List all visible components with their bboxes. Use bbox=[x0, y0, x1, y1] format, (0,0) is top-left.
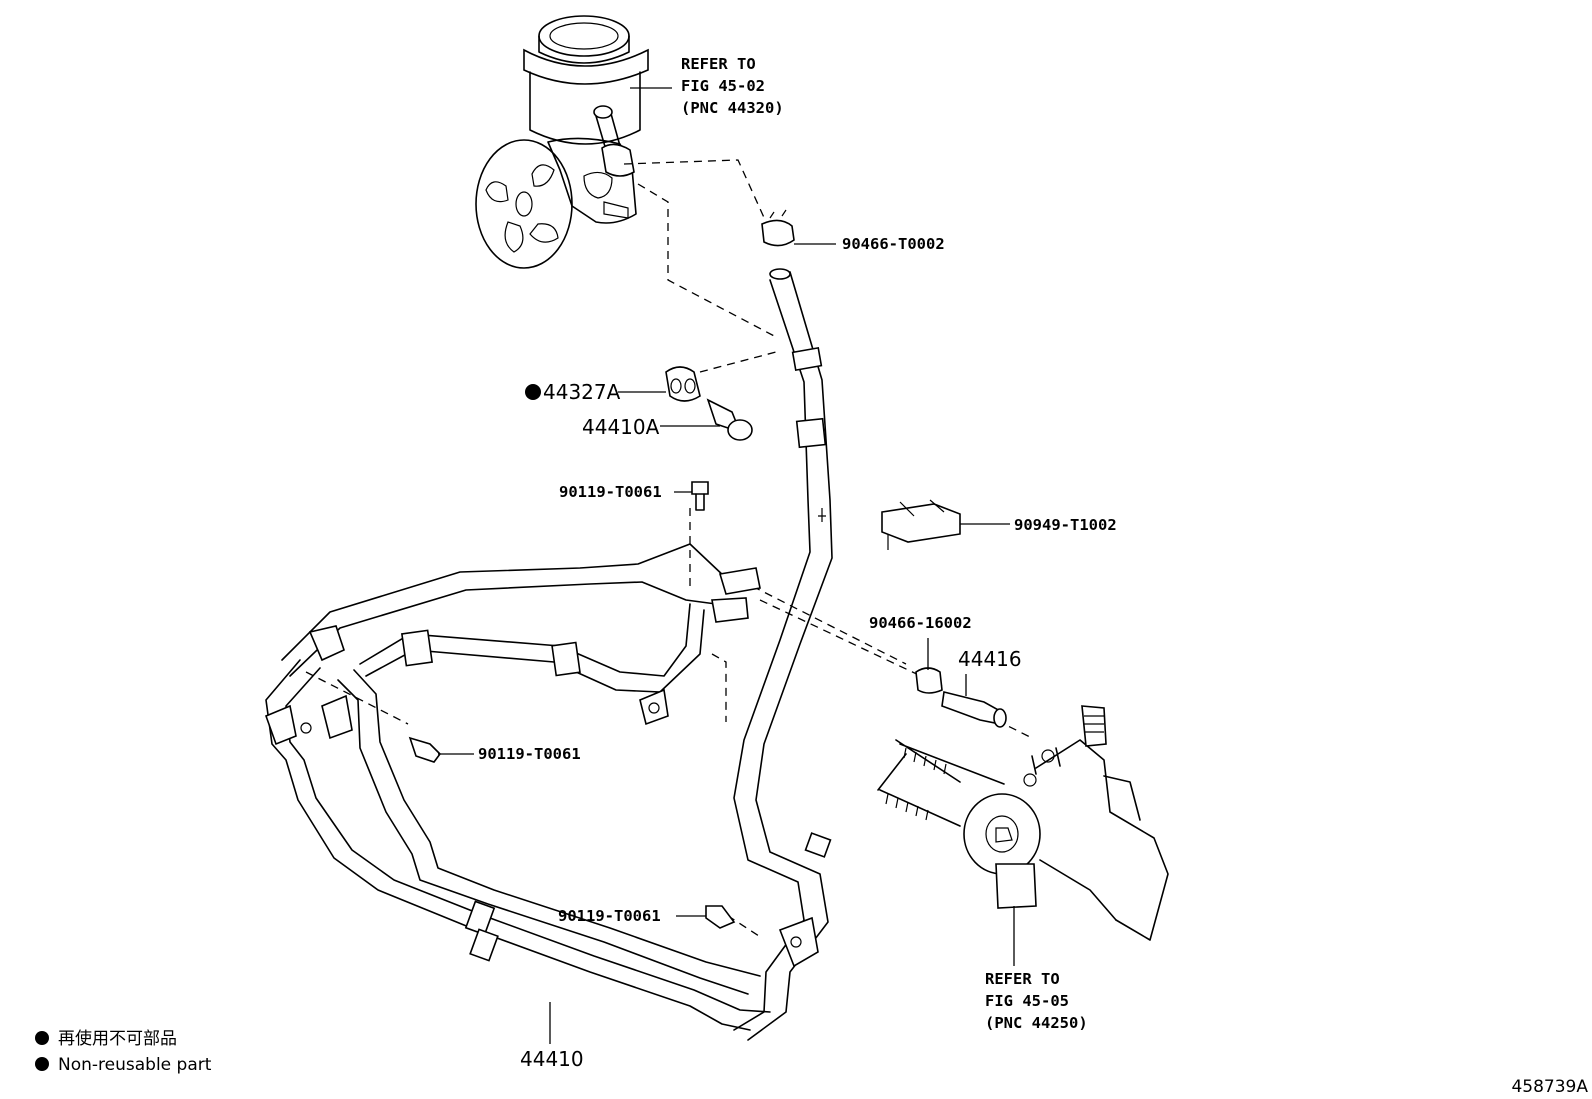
union-bolt-part bbox=[706, 398, 753, 441]
label-clamp-mid: 90949-T1002 bbox=[1014, 516, 1117, 534]
power-steering-pump bbox=[475, 15, 649, 269]
label-bolt-middle: 90119-T0061 bbox=[478, 745, 581, 763]
union-fitting-part bbox=[941, 691, 1007, 728]
label-union: 44416 bbox=[958, 647, 1022, 671]
label-union-bolt: 44410A bbox=[582, 415, 660, 439]
legend-text-english: Non-reusable part bbox=[58, 1055, 212, 1075]
hose-clamp-mid bbox=[881, 499, 961, 550]
gear-ref-line1: REFER TO bbox=[985, 970, 1060, 988]
pressure-hose-main bbox=[733, 268, 833, 1041]
label-clamp-small: 90466-16002 bbox=[869, 614, 972, 632]
label-bolt-upper: 90119-T0061 bbox=[559, 483, 662, 501]
bolt-lower-part bbox=[705, 905, 736, 929]
gasket-part bbox=[665, 366, 701, 402]
legend-bullet-1 bbox=[35, 1031, 49, 1045]
legend-bullet-2 bbox=[35, 1057, 49, 1071]
gear-ref-line2: FIG 45-05 bbox=[985, 992, 1069, 1010]
illustration-id: 458739A bbox=[1511, 1077, 1588, 1097]
label-gasket: 44327A bbox=[543, 380, 621, 404]
pump-ref-line3: (PNC 44320) bbox=[681, 99, 784, 117]
leader-lines bbox=[438, 87, 1015, 1044]
steering-gear-assembly bbox=[877, 705, 1169, 941]
hose-clamp-small bbox=[915, 667, 943, 694]
bolt-upper-part bbox=[691, 481, 709, 511]
assembly-guide-lines bbox=[305, 159, 1033, 939]
bolt-middle-part bbox=[408, 736, 442, 763]
legend: 再使用不可部品 Non-reusable part bbox=[35, 1028, 212, 1075]
return-pipe-loop bbox=[264, 543, 819, 1031]
pump-ref-line1: REFER TO bbox=[681, 55, 756, 73]
label-clamp-top: 90466-T0002 bbox=[842, 235, 945, 253]
label-hose-assembly: 44410 bbox=[520, 1047, 584, 1071]
pump-ref-line2: FIG 45-02 bbox=[681, 77, 765, 95]
hose-clamp-top bbox=[761, 209, 795, 247]
legend-text-japanese: 再使用不可部品 bbox=[58, 1028, 177, 1049]
label-bolt-lower: 90119-T0061 bbox=[558, 907, 661, 925]
non-reusable-marker bbox=[525, 384, 541, 400]
gear-ref-line3: (PNC 44250) bbox=[985, 1014, 1088, 1032]
